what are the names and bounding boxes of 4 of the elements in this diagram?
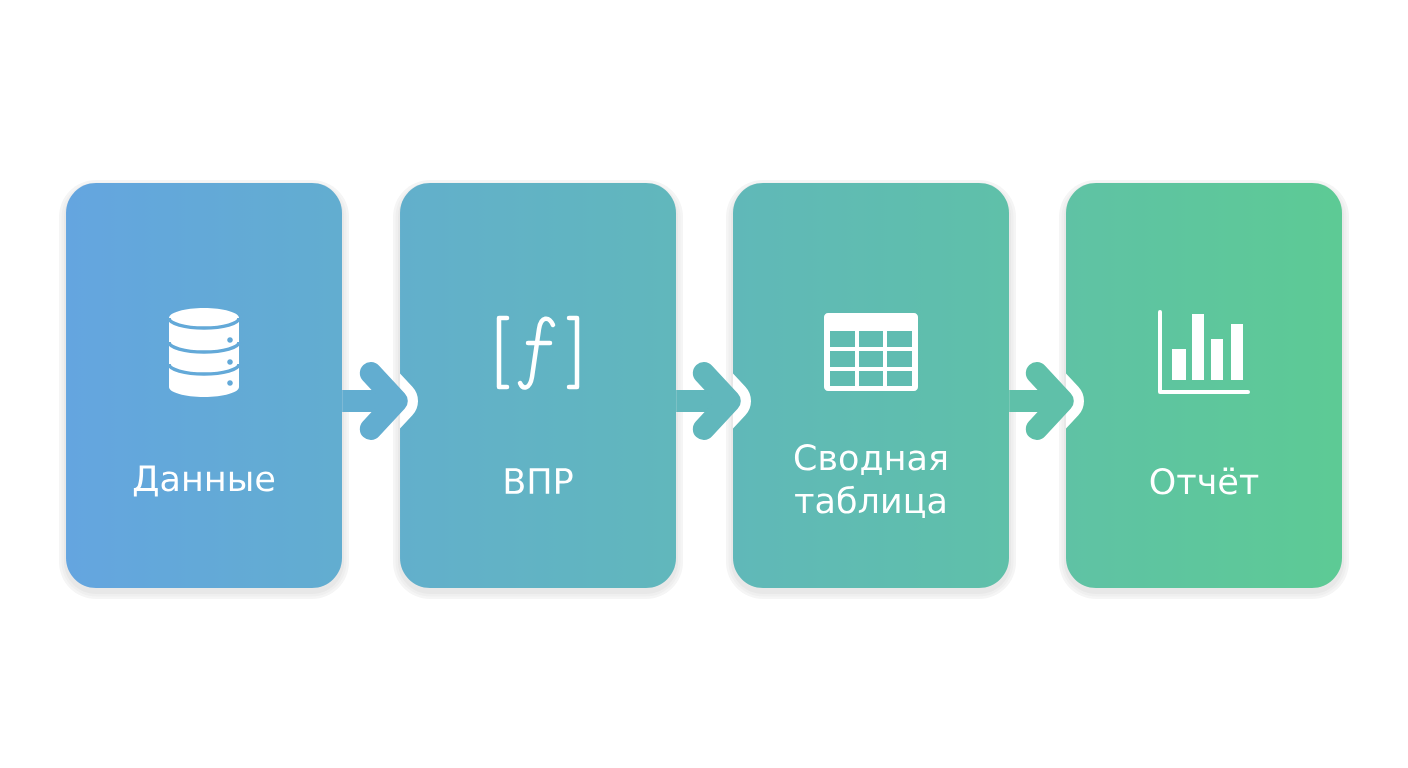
box-label: Данные: [133, 465, 275, 497]
box-label: Отчёт: [1150, 467, 1259, 495]
box-label: Сводная таблица: [794, 444, 947, 518]
box-label: ВПР: [505, 468, 573, 494]
